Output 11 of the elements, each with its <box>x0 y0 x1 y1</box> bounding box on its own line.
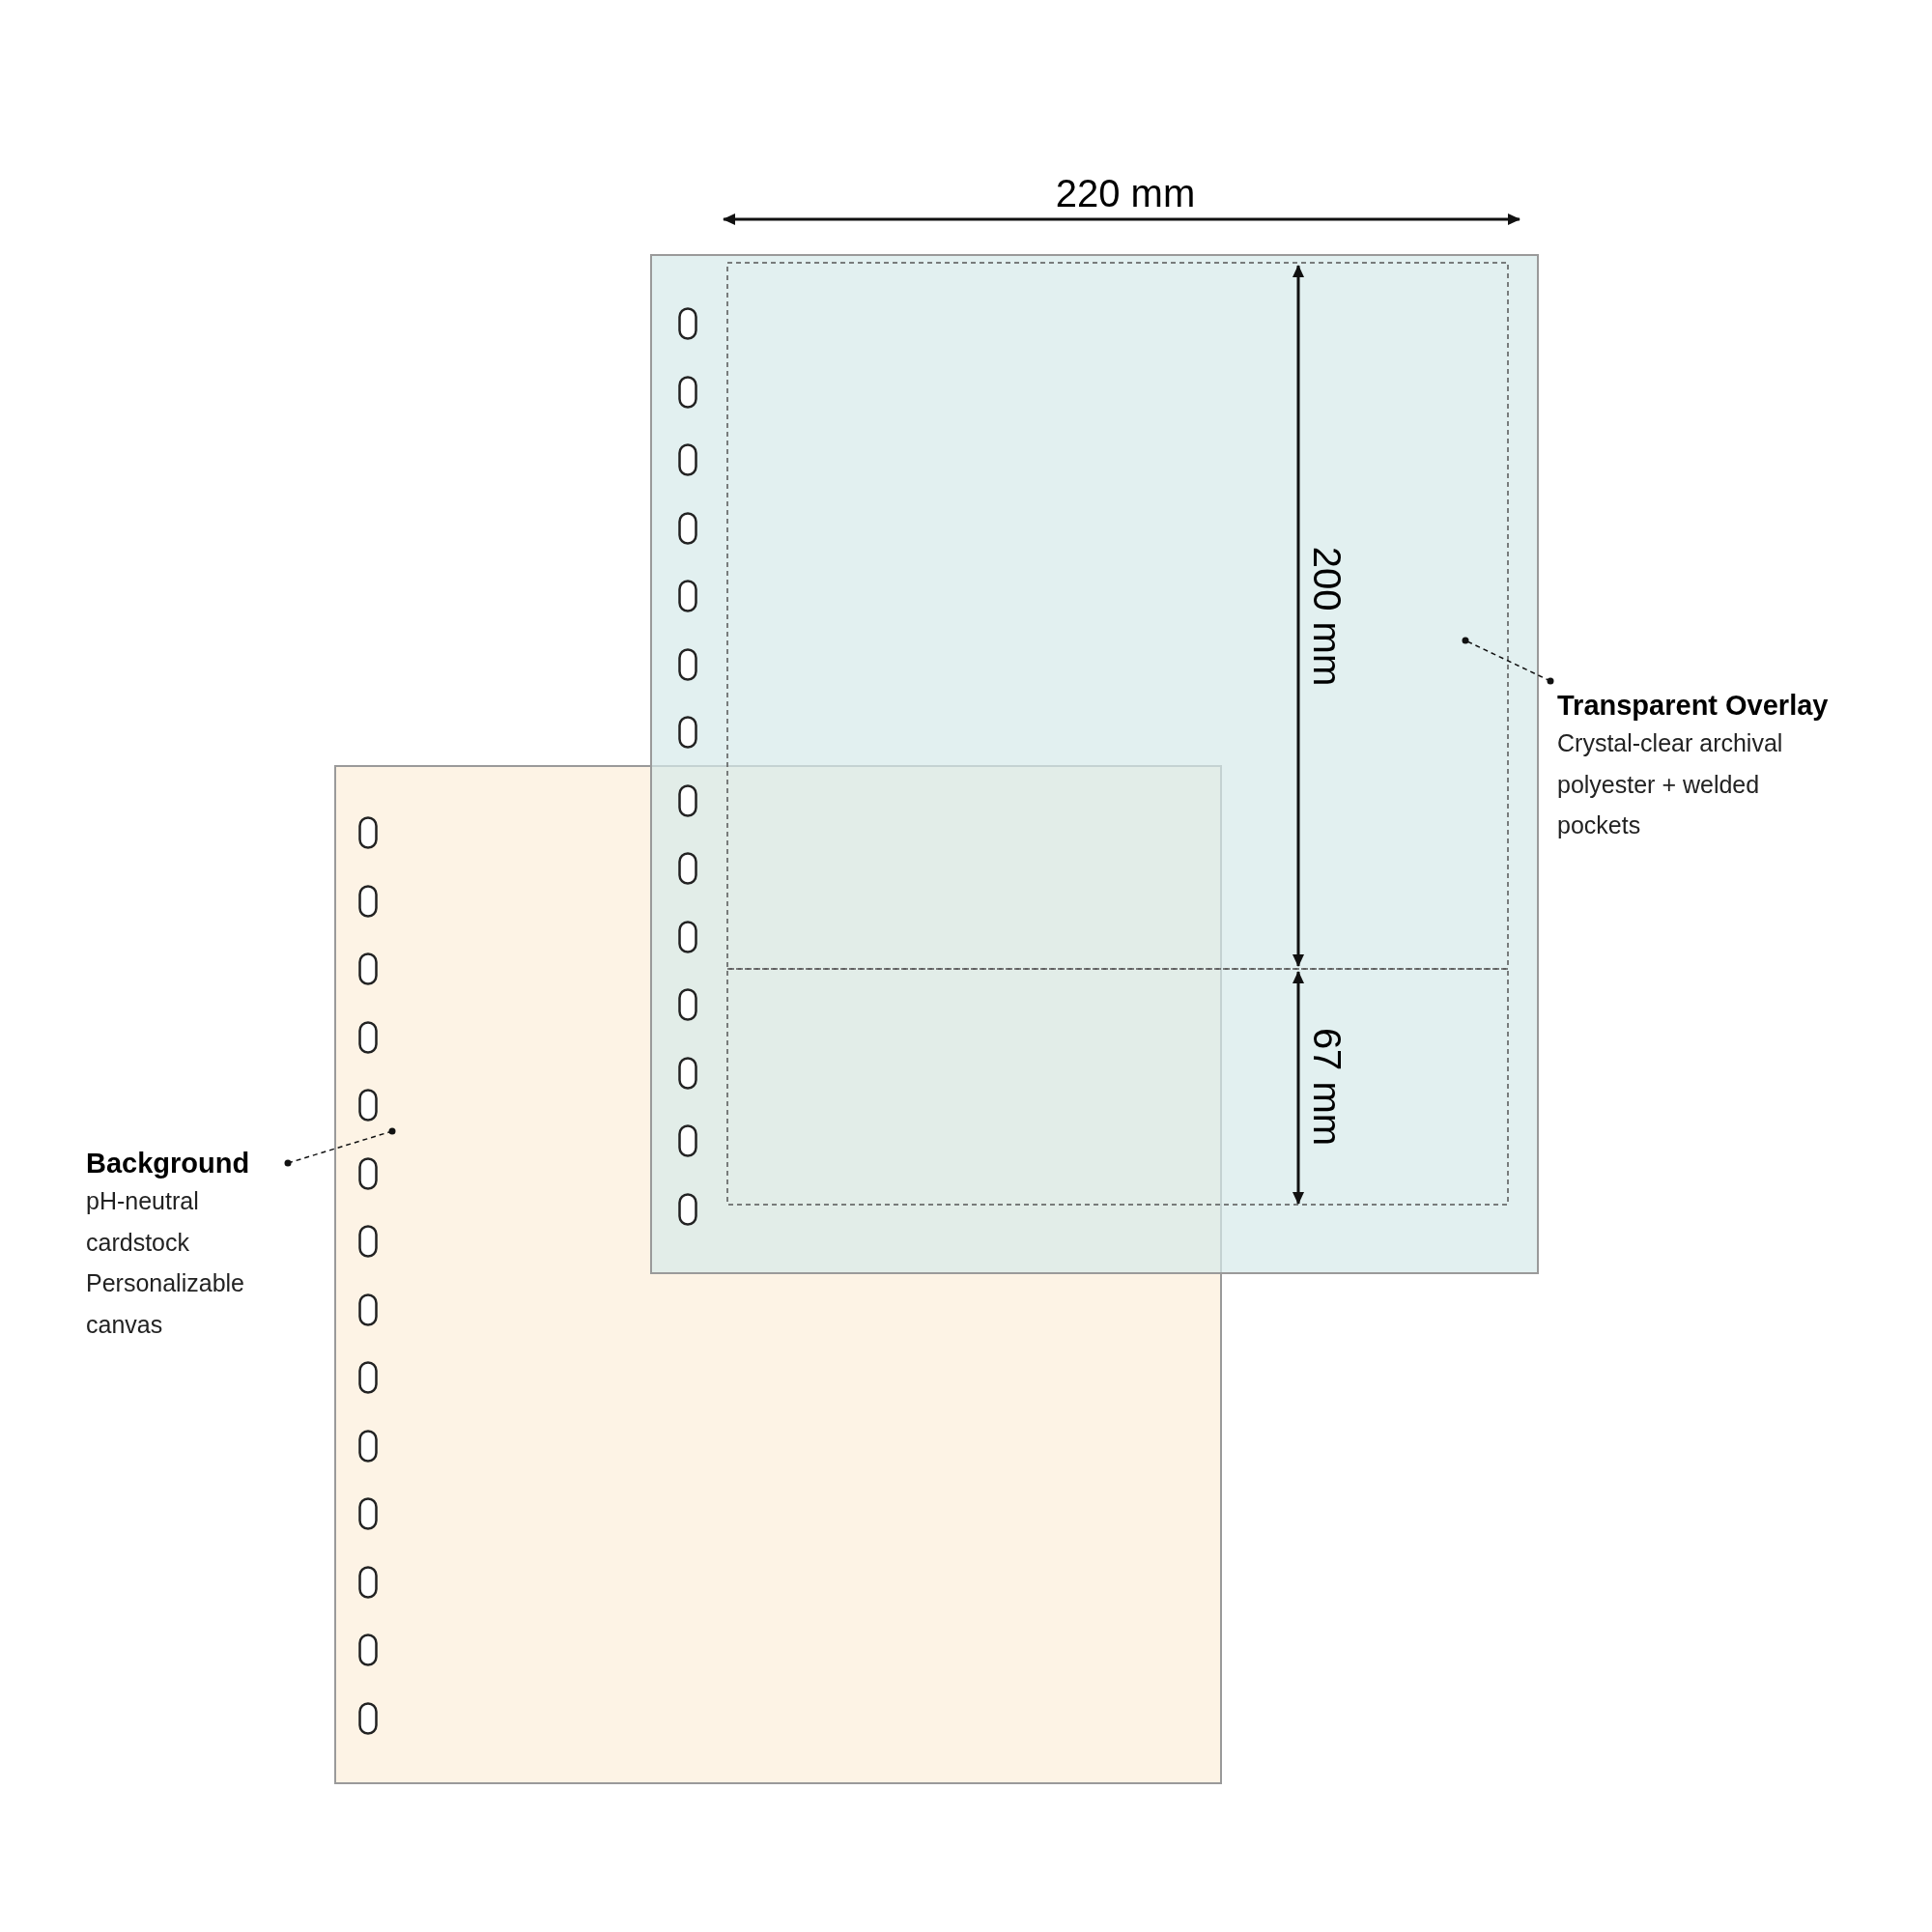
leader-line <box>1462 637 1554 685</box>
dimension-label: 67 mm <box>1308 1027 1347 1147</box>
label-text: pH-neutral cardstock <box>86 1186 200 1258</box>
dimension-label: 220 mm <box>1055 174 1196 213</box>
label-heading: Transparent Overlay <box>1557 689 1830 723</box>
sheet <box>650 254 1539 1274</box>
label-heading: Background <box>86 1147 251 1180</box>
label-text: Crystal-clear archival polyester + welded pockets <box>1557 728 1784 841</box>
leader-line <box>284 1127 396 1167</box>
dimension-label: 200 mm <box>1308 546 1347 687</box>
label-text: Personalizable canvas <box>86 1268 245 1340</box>
